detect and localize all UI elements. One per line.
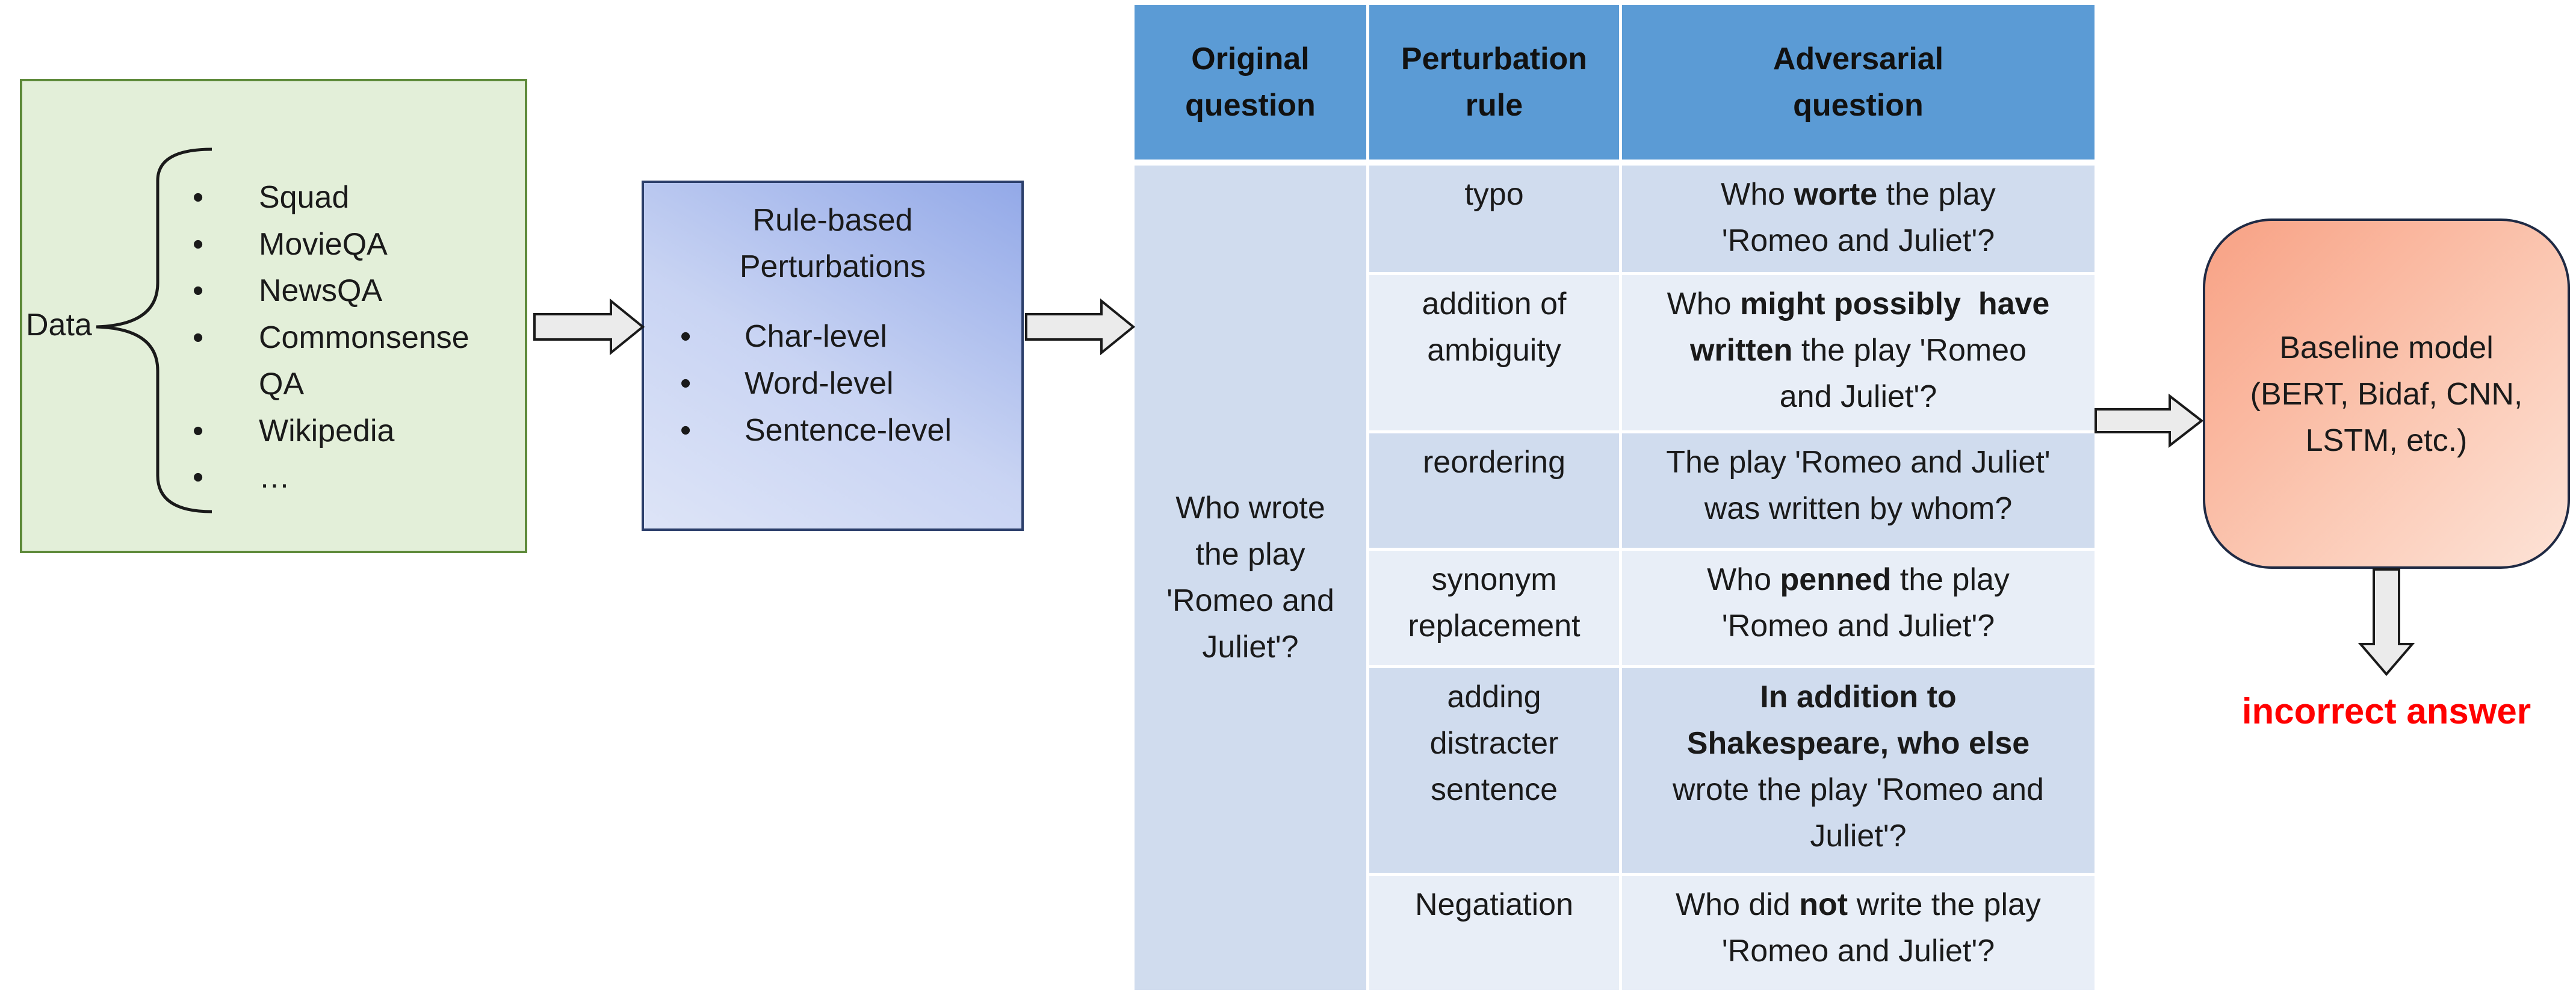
data-label: Data [26,308,92,342]
arrow-right-icon [1025,298,1136,356]
baseline-model-panel [2203,218,2570,569]
incorrect-answer-label: incorrect answer [2241,691,2531,731]
adversarial-cell-negation: Who did not write the play 'Romeo and Ju… [1622,876,2095,990]
rule-cell-negation: Negatiation [1369,876,1619,990]
perturbation-level-list: Char-level Word-level Sentence-level [680,313,952,454]
data-source-item: Wikipedia [181,408,469,455]
rule-cell-reordering: reordering [1369,433,1619,548]
adversarial-cell-typo: Who worte the play 'Romeo and Juliet'? [1622,166,2095,272]
data-source-item-continuation: QA [259,367,305,401]
perturbation-level-item: Char-level [680,313,952,360]
data-source-item: … [181,454,469,501]
arrow-right-icon [533,298,645,356]
original-question-cell: Who wrote the play 'Romeo and Juliet'? [1135,166,1366,990]
perturbation-title-line: Perturbations [739,249,926,284]
data-source-item: NewsQA [181,268,469,315]
adversarial-cell-reordering: The play 'Romeo and Juliet'was written b… [1622,433,2095,548]
adversarial-cell-ambiguity: Who might possibly have written the play… [1622,275,2095,430]
data-source-item: Commonsense [181,315,469,362]
perturbation-level-item: Sentence-level [680,407,952,454]
arrow-down-icon [2358,568,2415,677]
data-source-list: Squad MovieQA NewsQA Commonsense QA Wiki… [181,175,469,501]
rule-cell-typo: typo [1369,166,1619,272]
data-source-item: MovieQA [181,222,469,268]
perturbation-title-line: Rule-based [752,203,913,238]
data-source-item: Squad [181,175,469,222]
arrow-right-icon [2095,393,2204,448]
perturbation-panel-title: Rule-based Perturbations [642,197,1024,290]
baseline-model-label: Baseline model (BERT, Bidaf, CNN, LSTM, … [2250,330,2523,458]
data-curly-brace [96,147,212,513]
perturbation-level-item: Word-level [680,360,952,407]
adversarial-cell-distracter: In addition to Shakespeare, who else wro… [1622,668,2095,873]
adversarial-cell-synonym: Who penned the play 'Romeo and Juliet'? [1622,551,2095,665]
